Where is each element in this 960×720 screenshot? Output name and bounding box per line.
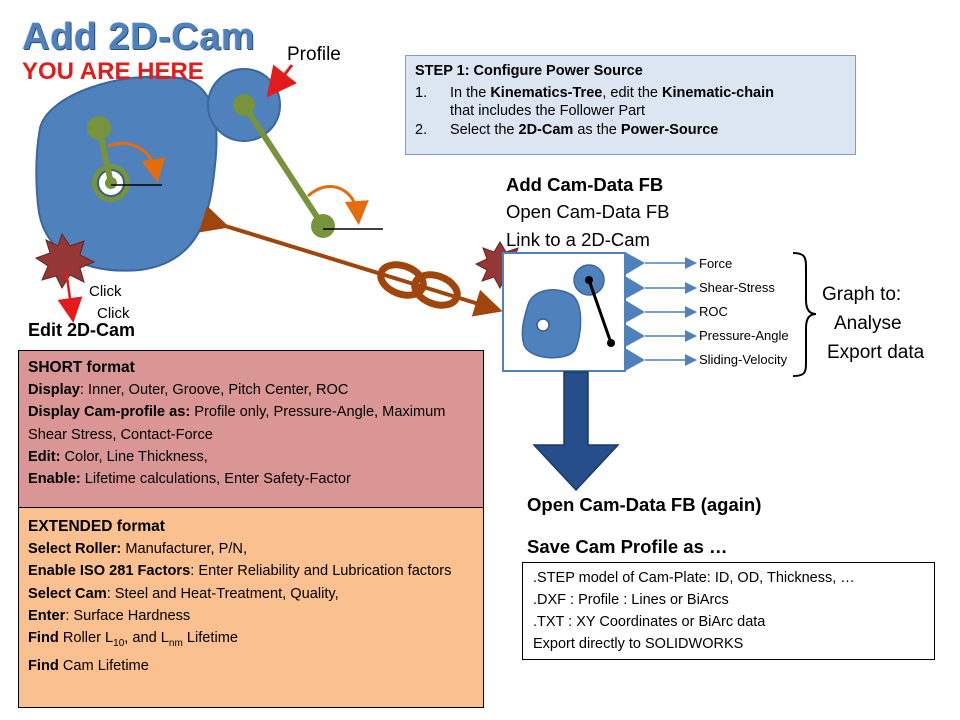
fb-output-arrows (645, 257, 697, 366)
short-line-display-as: Display Cam-profile as: Profile only, Pr… (28, 404, 446, 443)
page-title: Add 2D-Cam (22, 16, 256, 58)
export-data-label: Export data (827, 342, 925, 363)
short-format-box: SHORT format Display: Inner, Outer, Groo… (18, 350, 484, 508)
step1-heading: STEP 1: Configure Power Source (415, 63, 643, 79)
extended-format-heading: EXTENDED format (28, 518, 165, 535)
output-shear-stress: Shear-Stress (699, 280, 775, 295)
fb-output-ports (625, 252, 645, 371)
graph-brace (792, 252, 817, 377)
link-arrow (198, 205, 503, 317)
edit-2d-cam-label: Edit 2D-Cam (28, 320, 136, 340)
add-cam-data-label: Add Cam-Data FB (506, 174, 664, 195)
link-2d-cam-label: Link to a 2D-Cam (506, 229, 650, 250)
output-roc: ROC (699, 304, 728, 319)
ext-line-find-roller: Find Roller L10, and Lnm Lifetime (28, 630, 238, 649)
save-option-txt: .TXT : XY Coordinates or BiArc data (533, 614, 766, 630)
click-label-1: Click (89, 283, 122, 300)
step1-box: STEP 1: Configure Power Source 1. In the… (405, 55, 856, 155)
analyse-label: Analyse (834, 313, 902, 334)
ext-line-enter: Enter: Surface Hardness (28, 607, 191, 624)
click-label-2: Click (97, 305, 130, 322)
save-profile-label: Save Cam Profile as … (527, 536, 728, 557)
short-line-edit: Edit: Color, Line Thickness, (28, 448, 208, 465)
output-force: Force (699, 256, 733, 271)
fb-cam-bore (536, 318, 550, 332)
fb-cam-shape (521, 289, 582, 359)
step1-item-2: 2. Select the 2D-Cam as the Power-Source (415, 121, 719, 138)
profile-joint-top (233, 94, 255, 116)
ext-line-find-cam: Find Cam Lifetime (28, 658, 149, 675)
step1-item-1: 1. In the Kinematics-Tree, edit the Kine… (415, 84, 774, 120)
ext-line-iso: Enable ISO 281 Factors: Enter Reliabilit… (28, 563, 452, 580)
graph-to-block: Graph to: Analyse Export data (822, 280, 924, 367)
save-option-step: .STEP model of Cam-Plate: ID, OD, Thickn… (533, 570, 855, 586)
save-options-box: .STEP model of Cam-Plate: ID, OD, Thickn… (522, 562, 935, 660)
short-line-display: Display: Inner, Outer, Groove, Pitch Cen… (28, 382, 349, 399)
short-line-enable: Enable: Lifetime calculations, Enter Saf… (28, 471, 351, 488)
click-arrow (57, 269, 83, 323)
profile-pointer-arrow (266, 64, 297, 98)
starburst-left-icon (34, 232, 96, 290)
profile-label: Profile (287, 44, 341, 65)
ext-line-roller: Select Roller: Manufacturer, P/N, (28, 541, 248, 558)
ext-line-cam: Select Cam: Steel and Heat-Treatment, Qu… (28, 585, 339, 602)
chain-link-1 (377, 261, 427, 299)
cam-arm-joint (87, 116, 111, 140)
save-option-dxf: .DXF : Profile : Lines or BiArcs (533, 592, 729, 608)
down-arrow (532, 371, 620, 492)
output-sliding-velocity: Sliding-Velocity (699, 352, 788, 367)
short-format-heading: SHORT format (28, 359, 135, 376)
output-pressure-angle: Pressure-Angle (699, 328, 789, 343)
open-cam-data-label: Open Cam-Data FB (506, 201, 670, 222)
you-are-here-label: YOU ARE HERE (22, 58, 204, 85)
chain-link-2 (411, 271, 461, 309)
open-again-label: Open Cam-Data FB (again) (527, 494, 762, 515)
graph-to-label: Graph to: (822, 284, 902, 305)
cam-rotation-arrow (107, 142, 166, 183)
profile-joint-bottom (311, 214, 335, 238)
extended-format-box: EXTENDED format Select Roller: Manufactu… (18, 508, 484, 708)
save-option-solidworks: Export directly to SOLIDWORKS (533, 636, 744, 652)
